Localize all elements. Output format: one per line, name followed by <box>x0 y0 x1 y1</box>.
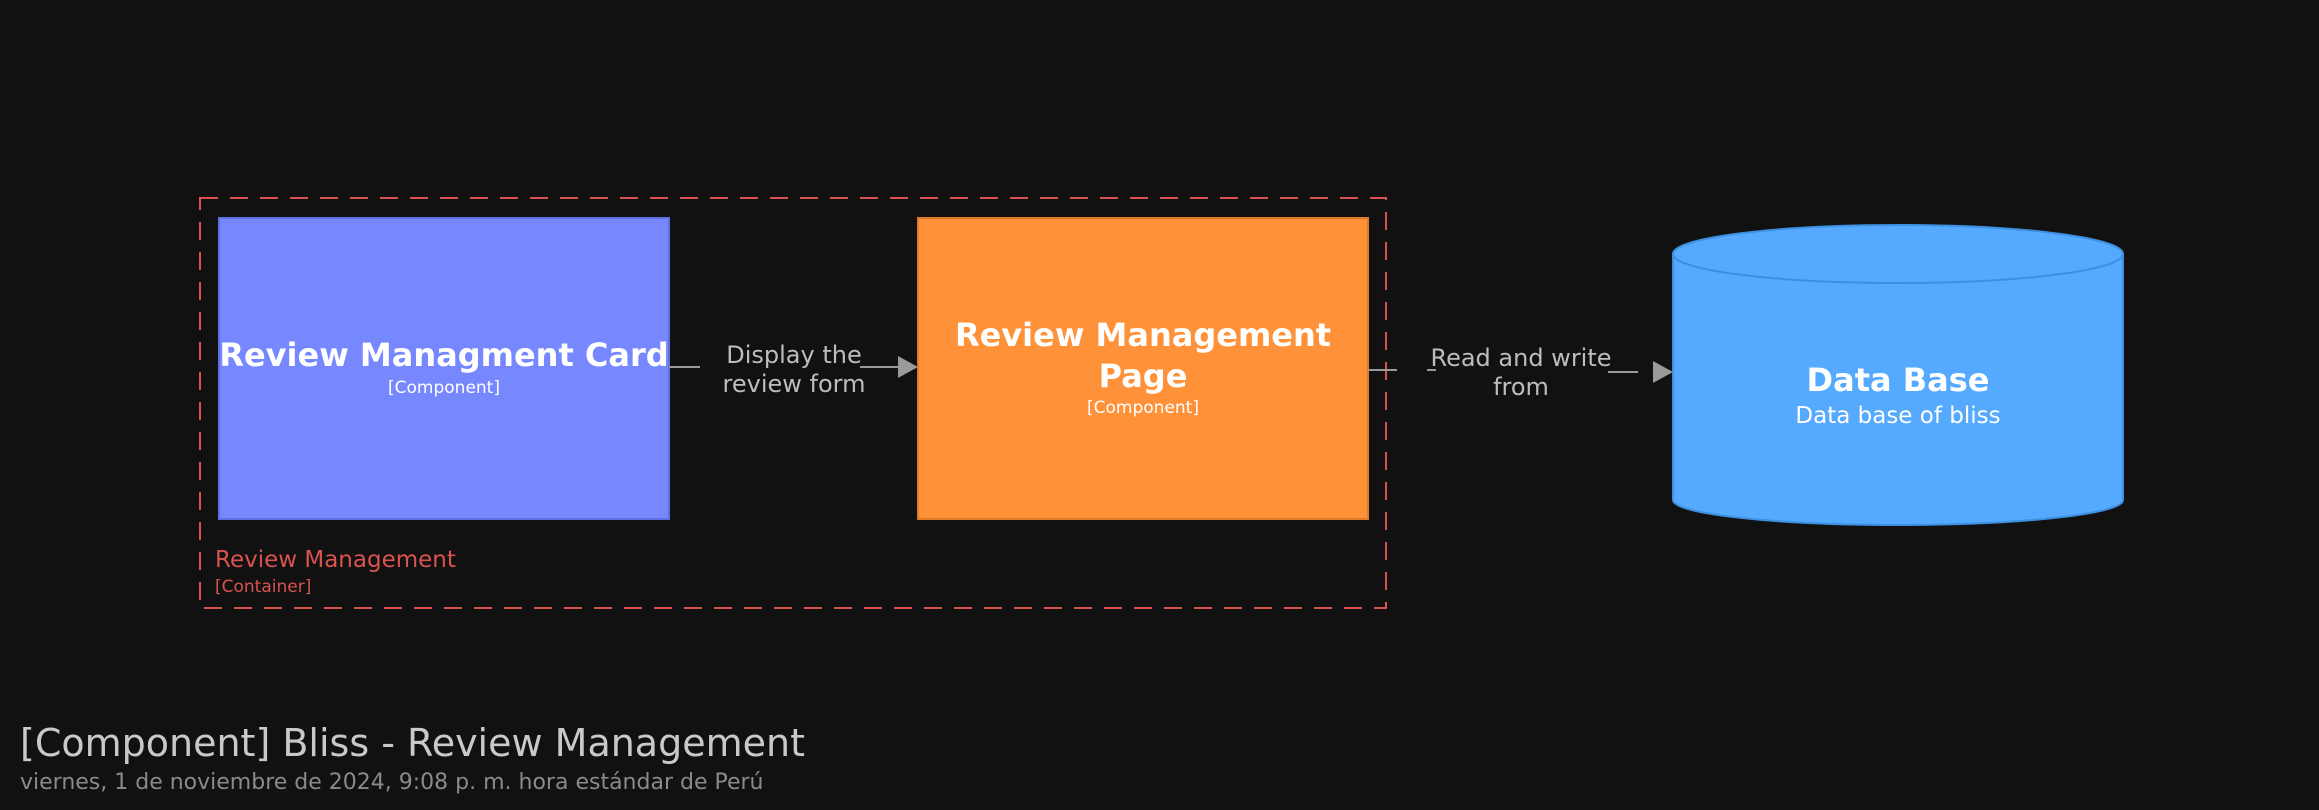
boundary-name: Review Management <box>215 547 456 573</box>
edge-card-to-page <box>669 356 918 378</box>
edge-label-line1: Read and write <box>1430 344 1612 372</box>
review-management-page-node[interactable] <box>917 217 1369 520</box>
card-type: [Component] <box>388 378 500 398</box>
edge-label-line1: Display the <box>726 341 862 369</box>
arrowhead-icon <box>898 356 918 378</box>
db-description: Data base of bliss <box>1795 403 2001 429</box>
edge-label-card-to-page: Display the review form <box>700 341 888 399</box>
edge-label-line2: review form <box>722 370 866 398</box>
card-title: Review Managment Card <box>219 336 669 374</box>
page-title-line1: Review Management <box>954 316 1332 354</box>
diagram-title: [Component] Bliss - Review Management <box>20 721 805 765</box>
container-boundary <box>199 197 1387 609</box>
arrowhead-icon <box>1653 361 1673 383</box>
boundary-type: [Container] <box>215 577 312 597</box>
edge-page-to-db <box>1368 361 1673 383</box>
page-title-line2: Page <box>1098 357 1188 395</box>
page-type: [Component] <box>1087 398 1199 418</box>
edge-label-page-to-db: Read and write from <box>1430 344 1612 402</box>
db-title: Data Base <box>1806 361 1990 399</box>
review-managment-card-node[interactable] <box>218 217 670 520</box>
edge-label-line2: from <box>1493 373 1549 401</box>
diagram-date: viernes, 1 de noviembre de 2024, 9:08 p.… <box>20 770 764 795</box>
data-base-node[interactable] <box>1672 224 2124 526</box>
